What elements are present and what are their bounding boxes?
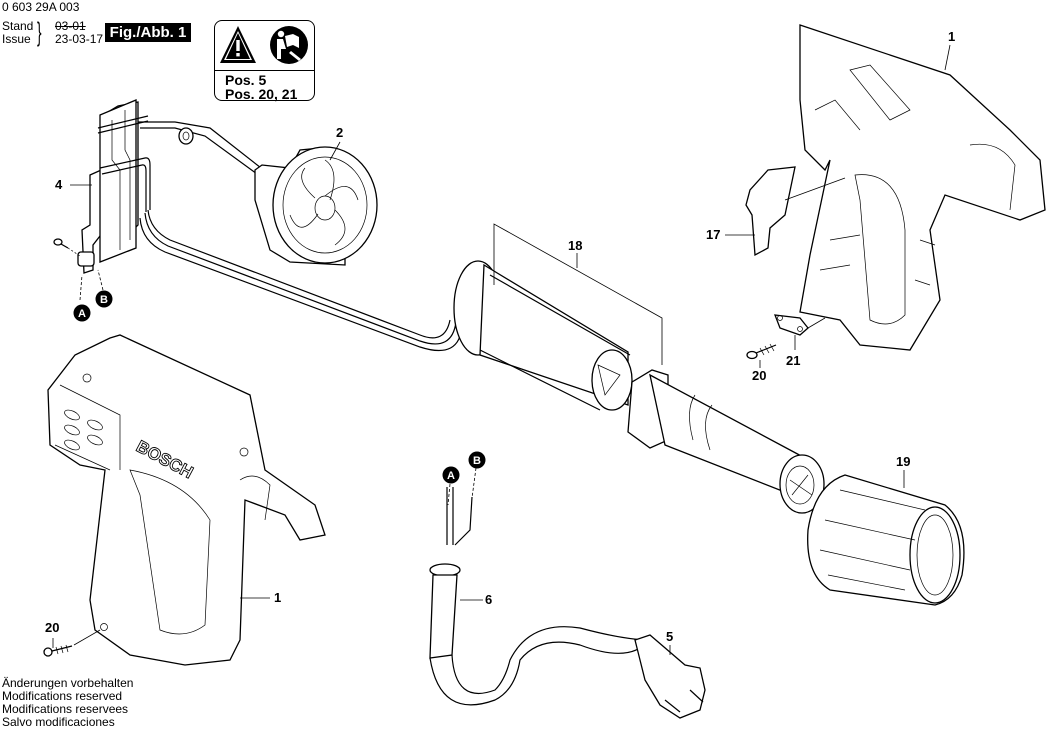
housing-right-half: [799, 24, 1046, 351]
footer-line-de: Änderungen vorbehalten: [2, 676, 134, 690]
callout-switch: 4: [55, 177, 63, 192]
fan-motor: [254, 146, 378, 266]
callout-heating-element: 18: [568, 238, 583, 253]
housing-left-half: BOSCH: [47, 334, 326, 666]
brace-divider: }: [37, 17, 42, 47]
nozzle-cap: [807, 474, 965, 606]
badge-a-switch: A: [73, 304, 91, 322]
warning-triangle-icon: [220, 26, 256, 63]
switch-assembly: [53, 99, 151, 274]
callout-plug: 5: [666, 629, 674, 644]
safety-position-line: Pos. 20, 21: [225, 86, 298, 102]
callout-housing-right: 1: [948, 29, 956, 44]
wire-harness: [138, 121, 463, 352]
footer-line-es: Salvo modificaciones: [2, 715, 115, 729]
callout-fan-motor: 2: [336, 125, 344, 140]
power-plug: [634, 634, 706, 719]
safety-icons: [220, 26, 308, 64]
callout-switch-cover: 17: [706, 227, 721, 242]
badge-b-label: B: [100, 294, 108, 306]
badge-a-cord: A: [442, 466, 460, 484]
badge-a-label: A: [78, 308, 86, 320]
figure-label: Fig./Abb. 1: [105, 23, 191, 42]
stand-value: 03-01: [55, 19, 86, 33]
callout-cord-sleeve: 6: [485, 592, 493, 607]
callout-housing-left: 1: [274, 590, 282, 605]
safety-notice-box: Pos. 5 Pos. 20, 21: [214, 20, 315, 102]
screw-left: [43, 629, 101, 657]
callout-leaders: [52, 44, 951, 655]
badge-b-label: B: [473, 455, 481, 467]
screw-icon: [53, 238, 81, 257]
callout-nozzle: 19: [896, 454, 911, 469]
issue-label: Issue: [2, 32, 31, 46]
badge-b-cord: B: [468, 451, 486, 469]
grommet: [178, 127, 194, 145]
badge-b-switch: B: [95, 290, 113, 308]
badge-a-label: A: [447, 470, 455, 482]
cable-clamp: [774, 314, 826, 336]
footer-line-fr: Modifications reservees: [2, 702, 129, 716]
callout-clamp: 21: [786, 353, 801, 368]
read-manual-icon: [270, 26, 308, 64]
safety-position-line: Pos. 5: [225, 72, 267, 88]
callout-screw-left: 20: [45, 620, 60, 635]
document-number: 0 603 29A 003: [2, 0, 80, 14]
heating-element: [453, 223, 663, 411]
air-tube: [627, 369, 825, 514]
stand-label: Stand: [2, 19, 34, 33]
footer-line-en: Modifications reserved: [2, 689, 123, 703]
screw-right: [746, 343, 777, 360]
switch-cover: [745, 166, 846, 257]
issue-value: 23-03-17: [55, 32, 104, 46]
safety-box-divider: [215, 70, 314, 71]
power-cord: [429, 487, 651, 706]
callout-screw-right: 20: [752, 368, 767, 383]
